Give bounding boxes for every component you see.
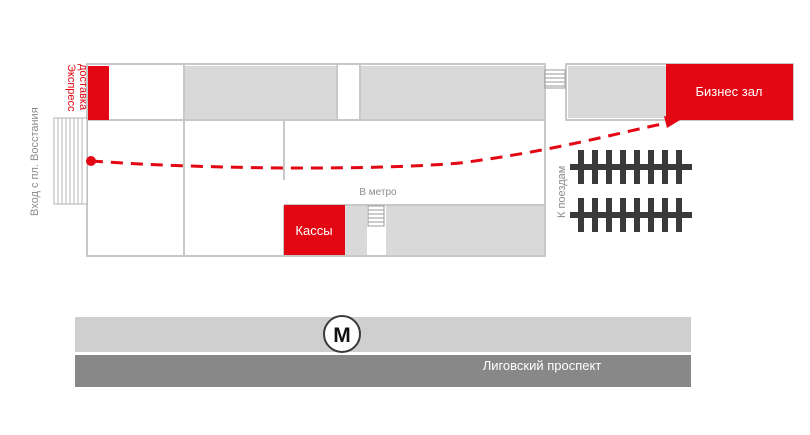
entrance-label: Вход с пл. Восстания bbox=[29, 107, 41, 216]
street bbox=[75, 355, 691, 387]
street-label: Лиговский проспект bbox=[483, 358, 602, 373]
business-lounge-label: Бизнес зал bbox=[695, 84, 762, 99]
express-delivery-label-1: Экспресс bbox=[65, 64, 77, 112]
room-block-metro-passage bbox=[345, 206, 367, 255]
train-platforms-icon bbox=[570, 150, 692, 232]
express-delivery-label-2: доставка bbox=[77, 64, 89, 111]
room-block-bottom-right bbox=[386, 206, 544, 255]
business-lounge-area[interactable] bbox=[666, 64, 793, 120]
route-arrow-icon bbox=[664, 116, 680, 128]
metro-m-icon bbox=[323, 315, 361, 353]
metro-symbol: М bbox=[333, 324, 351, 347]
ticket-office-area[interactable] bbox=[284, 205, 345, 255]
metro-stairs-icon bbox=[367, 205, 385, 227]
business-corridor bbox=[568, 66, 666, 118]
to-metro-label: В метро bbox=[359, 187, 397, 198]
to-trains-label: К поездам bbox=[556, 166, 568, 218]
metro-marker[interactable]: М bbox=[323, 315, 361, 353]
ticket-office-label: Кассы bbox=[295, 223, 332, 238]
sidewalk bbox=[75, 317, 691, 352]
gray-rooms bbox=[185, 66, 544, 255]
connector-stairs-icon bbox=[544, 69, 566, 89]
express-delivery-area[interactable] bbox=[88, 66, 109, 120]
entrance-stairs-icon bbox=[53, 117, 88, 205]
route-line bbox=[90, 120, 673, 170]
room-block-top-left bbox=[185, 66, 336, 119]
room-block-top-right bbox=[361, 66, 544, 119]
route-start-marker bbox=[86, 156, 96, 166]
